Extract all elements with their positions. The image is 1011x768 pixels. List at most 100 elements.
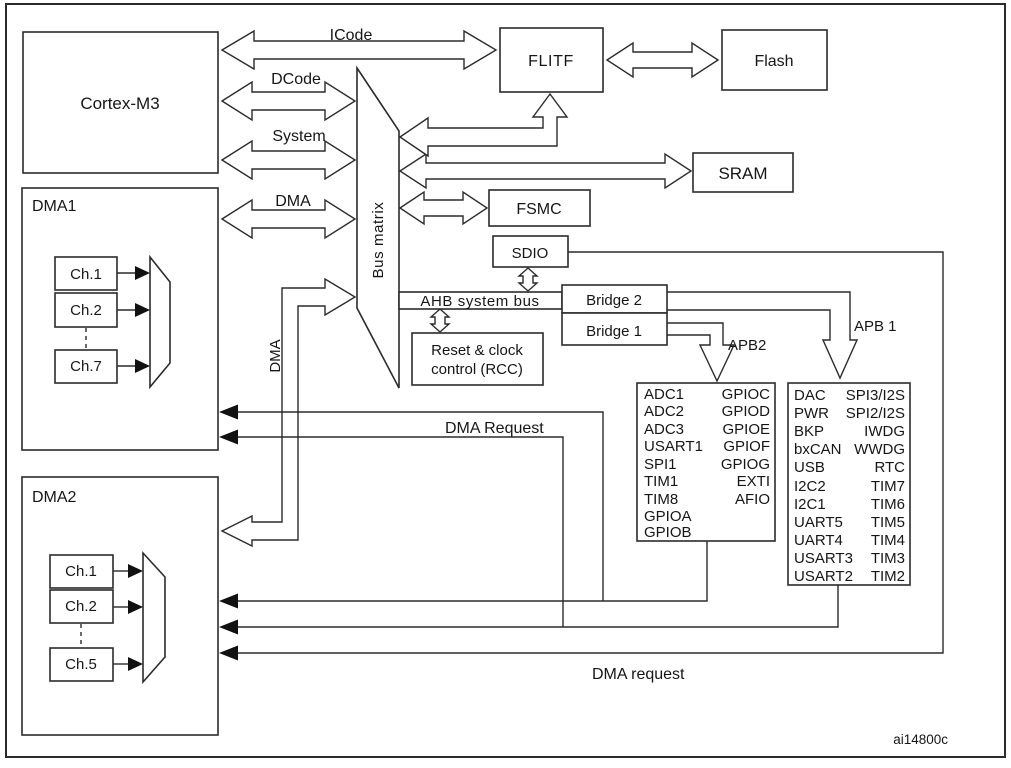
dma2-ch5-label: Ch.5 <box>65 656 97 673</box>
apb2-peripheral: EXTI <box>737 473 770 490</box>
apb1-label: APB 1 <box>854 318 897 335</box>
busmatrix-fsmc-arrow <box>398 190 489 226</box>
dma1-mux-shape <box>149 254 171 390</box>
apb2-peripheral: AFIO <box>735 491 770 508</box>
apb1-peripheral: TIM5 <box>871 514 905 531</box>
sdio-ahb-arrow <box>517 267 539 292</box>
apb2-bridge-arrow <box>667 322 736 383</box>
diagram-frame <box>5 3 1006 758</box>
apb2-peripherals-box <box>636 382 776 542</box>
apb1-peripheral: I2C1 <box>794 496 826 513</box>
apb1-bridge-arrow <box>667 291 859 380</box>
flitf-flash-arrow <box>605 41 720 79</box>
fsmc-label: FSMC <box>516 201 561 218</box>
dma1-request-arrowhead-1 <box>219 404 238 420</box>
apb1-peripherals-box <box>787 382 911 586</box>
dma-request-mid-label: DMA Request <box>445 420 544 437</box>
apb1-peripheral: WWDG <box>854 441 905 458</box>
dma1-ch2-arrowhead <box>135 303 150 317</box>
apb2-peripheral-list: ADC1 ADC2 ADC3 USART1 SPI1 TIM1 TIM8 GPI… <box>644 386 770 541</box>
bridge2-label: Bridge 2 <box>586 292 642 309</box>
dma1-ch1-label: Ch.1 <box>70 266 102 283</box>
apb2-peripheral: USART1 <box>644 438 703 455</box>
dma2-ch1-box <box>49 554 114 589</box>
dma1-ch1-box <box>54 256 118 291</box>
ahb-rcc-arrow <box>429 308 451 333</box>
ahb-system-bus-label: AHB system bus <box>420 293 539 310</box>
apb1-peripheral: TIM2 <box>871 568 905 585</box>
apb2-peripheral: GPIOF <box>723 438 770 455</box>
rcc-box <box>411 332 544 386</box>
dma1-ch7-label: Ch.7 <box>70 358 102 375</box>
apb1-peripheral: TIM3 <box>871 550 905 567</box>
icode-bus-arrow <box>220 29 498 71</box>
fsmc-box <box>488 189 591 227</box>
dma1-ch2-label: Ch.2 <box>70 302 102 319</box>
dma1-request-wire-lower <box>236 436 564 627</box>
apb2-peripheral: ADC1 <box>644 386 684 403</box>
sdio-dma-request-wire <box>236 251 944 654</box>
apb2-peripheral: GPIOC <box>722 386 771 403</box>
dma2-ch5-arrowhead <box>128 657 143 671</box>
bridge1-box <box>561 312 668 346</box>
apb2-peripheral: ADC3 <box>644 421 684 438</box>
apb2-peripheral: GPIOD <box>722 403 771 420</box>
apb1-peripheral: BKP <box>794 423 824 440</box>
apb1-peripheral: I2C2 <box>794 478 826 495</box>
dma1-ch7-box <box>54 349 118 384</box>
apb2-peripheral: TIM1 <box>644 473 678 490</box>
dma1-title: DMA1 <box>32 198 77 215</box>
apb2-peripheral: SPI1 <box>644 456 677 473</box>
apb1-dma-request-wire <box>236 585 839 628</box>
sram-label: SRAM <box>718 164 767 183</box>
apb2-peripheral: GPIOA <box>644 508 692 525</box>
flitf-label: FLITF <box>528 53 574 70</box>
dma2-request-arrowhead-1 <box>219 593 238 609</box>
icode-label: ICode <box>330 27 373 44</box>
cortex-m3-label: Cortex-M3 <box>80 94 159 113</box>
rcc-label-line2: control (RCC) <box>431 361 523 378</box>
apb1-peripheral: RTC <box>874 459 905 476</box>
busmatrix-sram-arrow <box>398 152 693 190</box>
dma-request-bottom-label: DMA request <box>592 666 685 683</box>
dma1-ch7-arrowhead <box>135 359 150 373</box>
bus-matrix-label: Bus matrix <box>370 202 387 279</box>
apb1-peripheral: USART2 <box>794 568 853 585</box>
apb2-peripheral: ADC2 <box>644 403 684 420</box>
system-label: System <box>272 128 325 145</box>
dma2-mux-shape <box>142 550 166 685</box>
apb2-peripheral: GPIOG <box>721 456 770 473</box>
dcode-label: DCode <box>271 71 321 88</box>
busmatrix-flitf-arrow <box>398 92 569 158</box>
figure-id: ai14800c <box>893 732 948 747</box>
dma1-ch1-arrowhead <box>135 266 150 280</box>
dma2-ch1-arrowhead <box>128 564 143 578</box>
bridge1-label: Bridge 1 <box>586 323 642 340</box>
dma2-ch1-label: Ch.1 <box>65 563 97 580</box>
flitf-box <box>499 27 604 93</box>
system-bus-arrow <box>220 139 357 181</box>
apb1-peripheral: SPI3/I2S <box>846 387 905 404</box>
apb1-peripheral: DAC <box>794 387 826 404</box>
apb1-peripheral: UART5 <box>794 514 843 531</box>
apb2-peripheral: TIM8 <box>644 491 678 508</box>
dma1-box <box>21 187 219 451</box>
sdio-box <box>492 235 569 268</box>
apb1-peripheral: USB <box>794 459 825 476</box>
apb2-label: APB2 <box>728 337 766 354</box>
apb1-peripheral-list: DAC PWR BKP bxCAN USB I2C2 I2C1 UART5 UA… <box>794 387 905 585</box>
apb1-peripheral: TIM7 <box>871 478 905 495</box>
dma2-request-arrowhead-2 <box>219 619 238 635</box>
apb1-peripheral: USART3 <box>794 550 853 567</box>
rcc-label-line1: Reset & clock <box>431 342 523 359</box>
dma2-ch5-box <box>49 647 114 682</box>
apb1-peripheral: IWDG <box>864 423 905 440</box>
apb2-peripheral: GPIOB <box>644 524 692 541</box>
dma2-ch2-arrowhead <box>128 600 143 614</box>
dma1-ch2-box <box>54 292 118 328</box>
apb1-peripheral: bxCAN <box>794 441 842 458</box>
sdio-label: SDIO <box>512 245 549 262</box>
dma2-request-arrowhead-3 <box>219 645 238 661</box>
